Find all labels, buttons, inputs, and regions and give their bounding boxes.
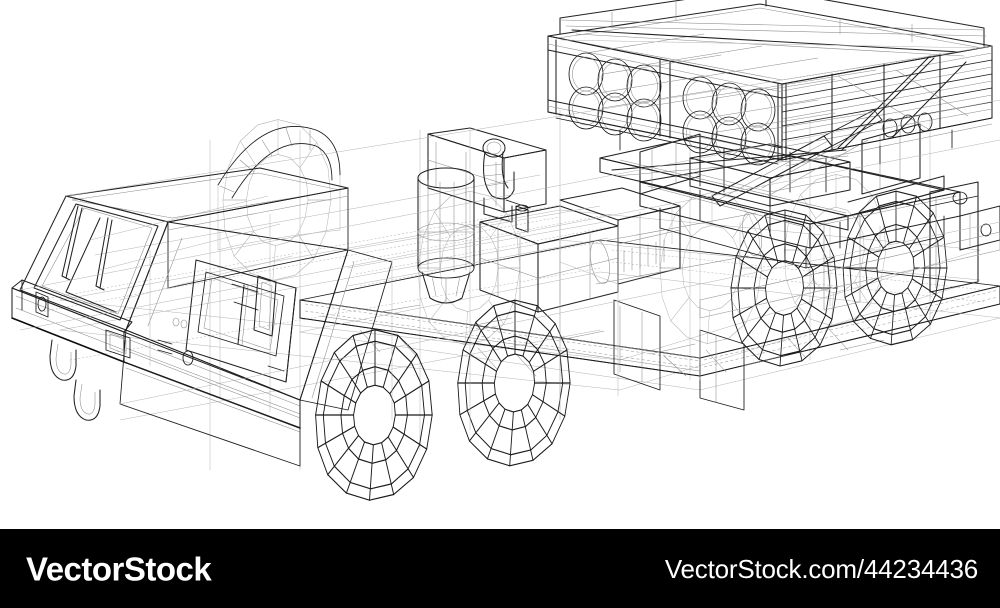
tow-hook-right xyxy=(73,379,101,421)
rear-frame-tail xyxy=(959,205,1000,251)
rocket-launcher-pod xyxy=(547,0,993,167)
rear-mudflap-1 xyxy=(929,181,979,293)
side-mirror xyxy=(231,275,277,337)
perspective-guides xyxy=(19,45,1000,405)
cab-details xyxy=(157,317,194,366)
watermark-url[interactable]: VectorStock.com/44234436 xyxy=(664,553,978,584)
deck-ghost-detail xyxy=(347,205,1000,431)
air-filter-canister xyxy=(417,167,475,304)
wireframe-vehicle-illustration xyxy=(11,0,1000,501)
windshield-wipers xyxy=(61,205,113,291)
vectorstock-logo[interactable]: VectorStock xyxy=(26,550,212,587)
launcher-cradle xyxy=(599,112,945,249)
vehicle-wireframe-svg xyxy=(11,0,1000,501)
tow-hook-left xyxy=(49,339,77,381)
cab-side-door xyxy=(185,259,297,383)
rocket-pod-right xyxy=(682,57,877,166)
chassis-frame xyxy=(299,239,1000,391)
front-bumper xyxy=(11,279,301,429)
headlight xyxy=(35,291,49,318)
footer-bar: VectorStock VectorStock.com/44234436 xyxy=(0,529,1000,608)
rear-mudflap-2 xyxy=(823,213,861,311)
